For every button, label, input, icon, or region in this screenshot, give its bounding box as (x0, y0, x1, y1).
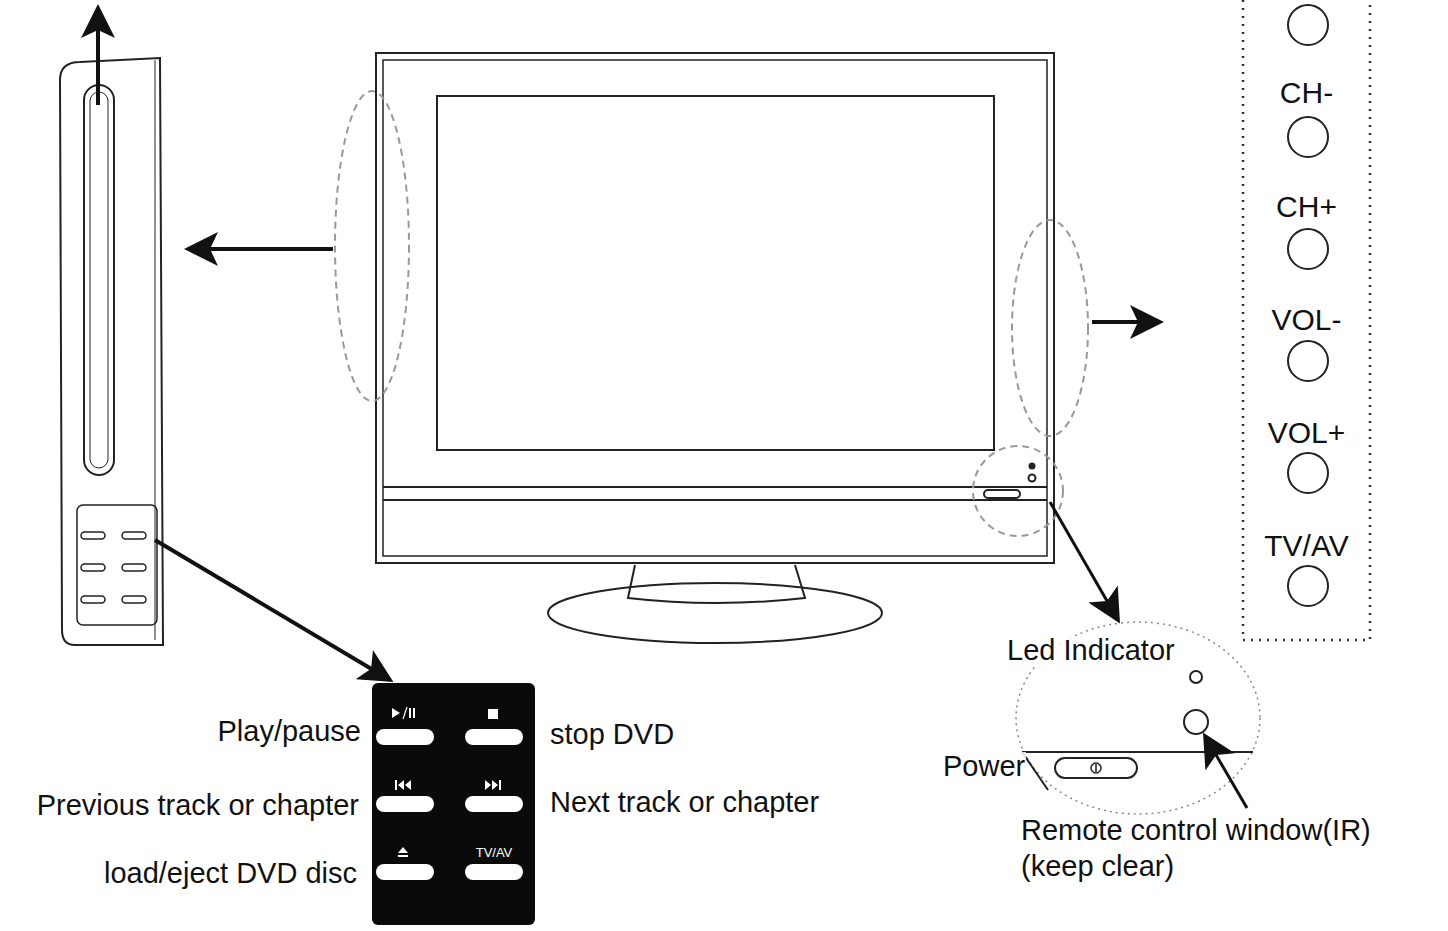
button-label: VOL+ (1268, 418, 1346, 448)
callout-label: Play/pause (217, 717, 363, 746)
callout-label: Next track or chapter (549, 788, 820, 817)
callout-label: stop DVD (549, 720, 675, 749)
button-label: TV/AV (476, 846, 513, 859)
button-label: TV/AV (1264, 531, 1348, 561)
button-label: CH+ (1276, 192, 1337, 222)
callout-label: Led Indicator (1006, 636, 1176, 665)
callout-label: Previous track or chapter (36, 791, 360, 820)
dvd-button-panel: TV/AV (372, 683, 535, 925)
callout-label: Power (942, 752, 1026, 781)
callout-label: load/eject DVD disc (103, 859, 358, 888)
button-label: VOL- (1271, 305, 1341, 335)
button-panel: CH- CH+ VOL- VOL+ TV/AV (1243, 0, 1370, 640)
button-label: CH- (1280, 78, 1333, 108)
callout-label: Remote control window(IR) (1020, 816, 1372, 845)
callout-label: (keep clear) (1020, 852, 1175, 881)
